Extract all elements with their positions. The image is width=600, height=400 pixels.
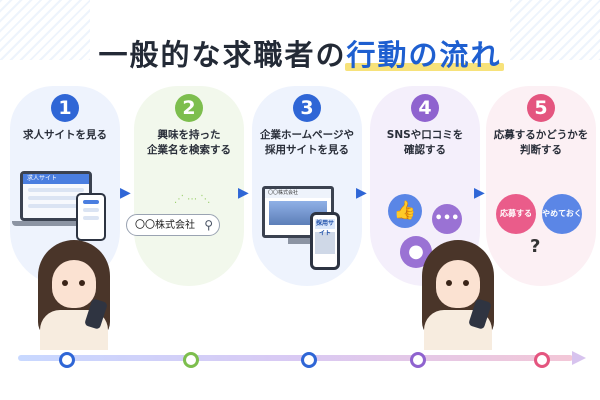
smartphone-icon: 採用サイト: [310, 212, 340, 270]
listing-line: [28, 188, 84, 192]
step-card-5: 5 応募するかどうかを 判断する 応募する やめておく ?: [486, 86, 596, 286]
eye: [79, 280, 85, 286]
smartphone-icon: [76, 193, 106, 241]
laptop-base: [12, 221, 96, 226]
listing-line: [83, 216, 99, 220]
eye: [62, 280, 68, 286]
page-title: 一般的な求職者の行動の流れ: [0, 32, 600, 74]
chat-bubble-icon: •••: [432, 204, 462, 234]
listing-line: [28, 204, 84, 208]
step-label-4: SNSや口コミを 確認する: [386, 129, 464, 156]
decorative-stripes-left: [0, 0, 90, 60]
step-label-5: 応募するかどうかを 判断する: [493, 129, 589, 156]
eye: [446, 280, 452, 286]
monitor-stand: [288, 238, 310, 244]
job-site-header: 求人サイト: [23, 174, 89, 184]
step-label-2: 興味を持った 企業名を検索する: [147, 129, 231, 156]
recruit-site-header: 採用サイト: [315, 219, 335, 237]
thumbs-up-icon: 👍: [388, 194, 422, 228]
arrow-right-icon: ▶: [120, 185, 131, 201]
company-site-header: 〇〇株式会社: [265, 189, 331, 198]
question-mark-icon: ?: [530, 236, 541, 257]
step-number-1: 1: [51, 94, 79, 122]
listing-line: [28, 196, 84, 200]
step-number-2: 2: [175, 94, 203, 122]
staff-photo: [315, 232, 335, 254]
face: [52, 260, 96, 308]
timeline-dot-3: [301, 352, 317, 368]
face: [436, 260, 480, 308]
apply-option: 応募する: [496, 194, 536, 234]
step-label-1: 求人サイトを見る: [23, 129, 107, 141]
decline-option: やめておく: [542, 194, 582, 234]
step-number-5: 5: [527, 94, 555, 122]
timeline-dot-5: [534, 352, 550, 368]
step-number-3: 3: [293, 94, 321, 122]
decorative-stripes-right: [510, 0, 600, 60]
timeline-bar: [18, 355, 573, 361]
person-illustration-right: [412, 240, 504, 350]
arrow-right-icon: ▶: [474, 185, 485, 201]
step-number-4: 4: [411, 94, 439, 122]
timeline-dot-2: [183, 352, 199, 368]
timeline-dot-4: [410, 352, 426, 368]
eye: [463, 280, 469, 286]
title-prefix: 一般的な求職者の: [98, 38, 347, 72]
listing-line: [83, 200, 99, 204]
search-icon[interactable]: ⚲: [204, 218, 213, 232]
person-illustration-left: [28, 240, 120, 350]
search-text: 〇〇株式会社: [135, 220, 195, 231]
arrow-right-icon: ▶: [238, 185, 249, 201]
listing-line: [83, 208, 99, 212]
timeline-dot-1: [59, 352, 75, 368]
timeline-arrow-head: [572, 351, 586, 365]
search-input[interactable]: 〇〇株式会社 ⚲: [126, 214, 220, 236]
sparkle-icon: ⋰ ⋯ ⋱: [174, 194, 211, 205]
arrow-right-icon: ▶: [356, 185, 367, 201]
title-highlight: 行動の流れ: [346, 38, 502, 72]
step-card-3: 3 企業ホームページや 採用サイトを見る 〇〇株式会社 採用サイト: [252, 86, 362, 286]
step-card-2: 2 興味を持った 企業名を検索する ⋰ ⋯ ⋱ 〇〇株式会社 ⚲: [126, 86, 244, 286]
step-label-3: 企業ホームページや 採用サイトを見る: [260, 129, 354, 156]
